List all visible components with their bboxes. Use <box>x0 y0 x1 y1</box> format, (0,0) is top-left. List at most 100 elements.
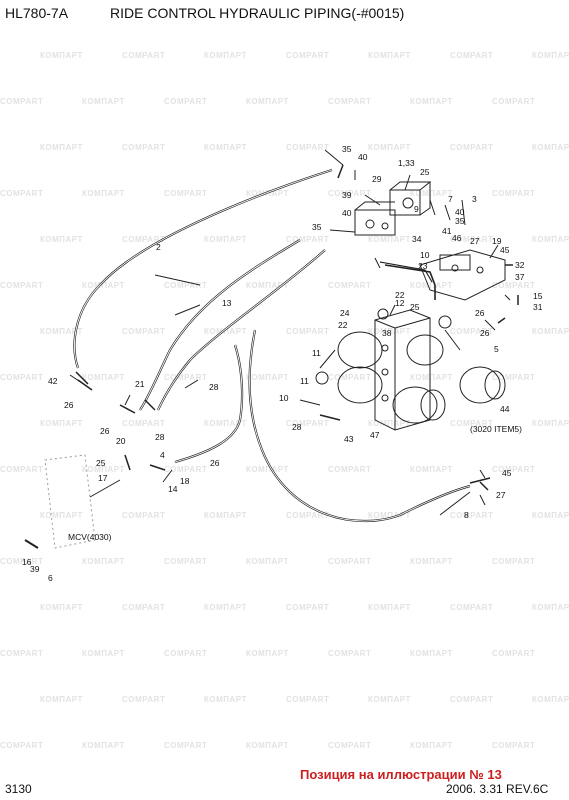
watermark-text: КОМПАРТ <box>410 189 453 198</box>
callout-number: 42 <box>48 376 58 386</box>
watermark-text: COMPART <box>450 235 493 244</box>
fitting-20 <box>119 399 156 414</box>
callout-number: 29 <box>372 174 382 184</box>
watermark-text: КОМПАРТ <box>82 741 125 750</box>
model-code: HL780-7A <box>5 5 69 21</box>
callout-number: 39 <box>342 190 352 200</box>
callout-number: 43 <box>344 434 354 444</box>
fitting-17 <box>124 454 166 471</box>
callout-number: 31 <box>533 302 543 312</box>
watermark-text: COMPART <box>164 97 207 106</box>
callout-number: 47 <box>370 430 380 440</box>
watermark-text: COMPART <box>492 741 535 750</box>
callout-number: 18 <box>180 476 190 486</box>
watermark-text: КОМПАРТ <box>532 143 569 152</box>
watermark-text: COMPART <box>164 281 207 290</box>
callout-number: 26 <box>475 308 485 318</box>
watermark-text: КОМПАРТ <box>368 511 411 520</box>
callout-number: 24 <box>340 308 350 318</box>
watermark-text: КОМПАРТ <box>40 511 83 520</box>
accumulator-lower <box>392 386 438 424</box>
watermark-text: КОМПАРТ <box>40 51 83 60</box>
watermark-text: COMPART <box>286 511 329 520</box>
watermark-text: COMPART <box>122 419 165 428</box>
watermark-text: COMPART <box>164 373 207 382</box>
watermark-text: COMPART <box>0 741 43 750</box>
callout-number: 40 <box>455 207 465 217</box>
fitting-24 <box>377 308 389 320</box>
watermark-text: КОМПАРТ <box>82 281 125 290</box>
accumulator-2 <box>459 366 501 404</box>
watermark-text: COMPART <box>0 281 43 290</box>
note-mcv: MCV(4030) <box>68 532 112 542</box>
callout-number: 14 <box>168 484 178 494</box>
callout-number: 11 <box>312 348 321 358</box>
callout-number: 10 <box>279 393 289 403</box>
watermark-text: COMPART <box>286 603 329 612</box>
watermark-text: COMPART <box>328 281 371 290</box>
callout-number: 22 <box>338 320 348 330</box>
valve-body <box>354 209 396 236</box>
callout-number: 10 <box>420 250 430 260</box>
callout-number: 35 <box>312 222 322 232</box>
fitting-6 <box>24 539 39 549</box>
watermark-text: COMPART <box>122 695 165 704</box>
callout-number: 41 <box>442 226 452 236</box>
watermark-text: КОМПАРТ <box>204 695 247 704</box>
callout-number: 7 <box>448 194 453 204</box>
callout-number: 11 <box>300 376 309 386</box>
watermark-text: COMPART <box>0 557 43 566</box>
watermark-text: КОМПАРТ <box>532 51 569 60</box>
watermark-text: КОМПАРТ <box>82 649 125 658</box>
callout-number: 26 <box>64 400 74 410</box>
callout-number: 38 <box>382 328 392 338</box>
illustration-notice: Позиция на иллюстрации № 13 <box>300 767 502 782</box>
watermark-text: КОМПАРТ <box>368 327 411 336</box>
callout-number: 17 <box>98 473 108 483</box>
watermark-text: КОМПАРТ <box>532 235 569 244</box>
mounting-bracket <box>419 249 506 301</box>
watermark-text: COMPART <box>450 327 493 336</box>
watermark-text: КОМПАРТ <box>246 557 289 566</box>
valve-23 <box>439 254 471 271</box>
callout-number: 9 <box>414 204 419 214</box>
page-number: 3130 <box>5 782 32 796</box>
page-title: RIDE CONTROL HYDRAULIC PIPING(-#0015) <box>110 5 405 21</box>
hose-14 <box>174 344 244 464</box>
watermark-text: КОМПАРТ <box>246 373 289 382</box>
watermark-text: COMPART <box>286 51 329 60</box>
watermark-text: КОМПАРТ <box>204 143 247 152</box>
watermark-text: КОМПАРТ <box>82 557 125 566</box>
watermark-text: COMPART <box>450 511 493 520</box>
watermark-text: КОМПАРТ <box>40 695 83 704</box>
watermark-text: КОМПАРТ <box>410 465 453 474</box>
accumulator-middle <box>337 366 383 404</box>
fitting-43 <box>319 414 341 421</box>
watermark-text: COMPART <box>492 281 535 290</box>
callout-number: 15 <box>533 291 543 301</box>
watermark-text: COMPART <box>492 373 535 382</box>
callout-number: 4 <box>160 450 165 460</box>
watermark-text: COMPART <box>328 741 371 750</box>
watermark-text: COMPART <box>492 189 535 198</box>
callout-number: 5 <box>494 344 499 354</box>
watermark-text: COMPART <box>164 649 207 658</box>
callout-number: 25 <box>410 302 420 312</box>
callout-number: 35 <box>455 216 465 226</box>
watermark-text: COMPART <box>164 557 207 566</box>
watermark-text: КОМПАРТ <box>410 741 453 750</box>
callout-number: 37 <box>515 272 525 282</box>
watermark-text: КОМПАРТ <box>40 235 83 244</box>
watermark-text: COMPART <box>122 511 165 520</box>
watermark-text: КОМПАРТ <box>204 511 247 520</box>
callout-number: 26 <box>210 458 220 468</box>
watermark-text: COMPART <box>286 327 329 336</box>
watermark-text: COMPART <box>164 189 207 198</box>
watermark-text: КОМПАРТ <box>246 281 289 290</box>
watermark-text: КОМПАРТ <box>410 281 453 290</box>
watermark-text: COMPART <box>0 373 43 382</box>
watermark-text: COMPART <box>122 143 165 152</box>
watermark-text: COMPART <box>286 235 329 244</box>
date-revision: 2006. 3.31 REV.6C <box>446 782 549 796</box>
